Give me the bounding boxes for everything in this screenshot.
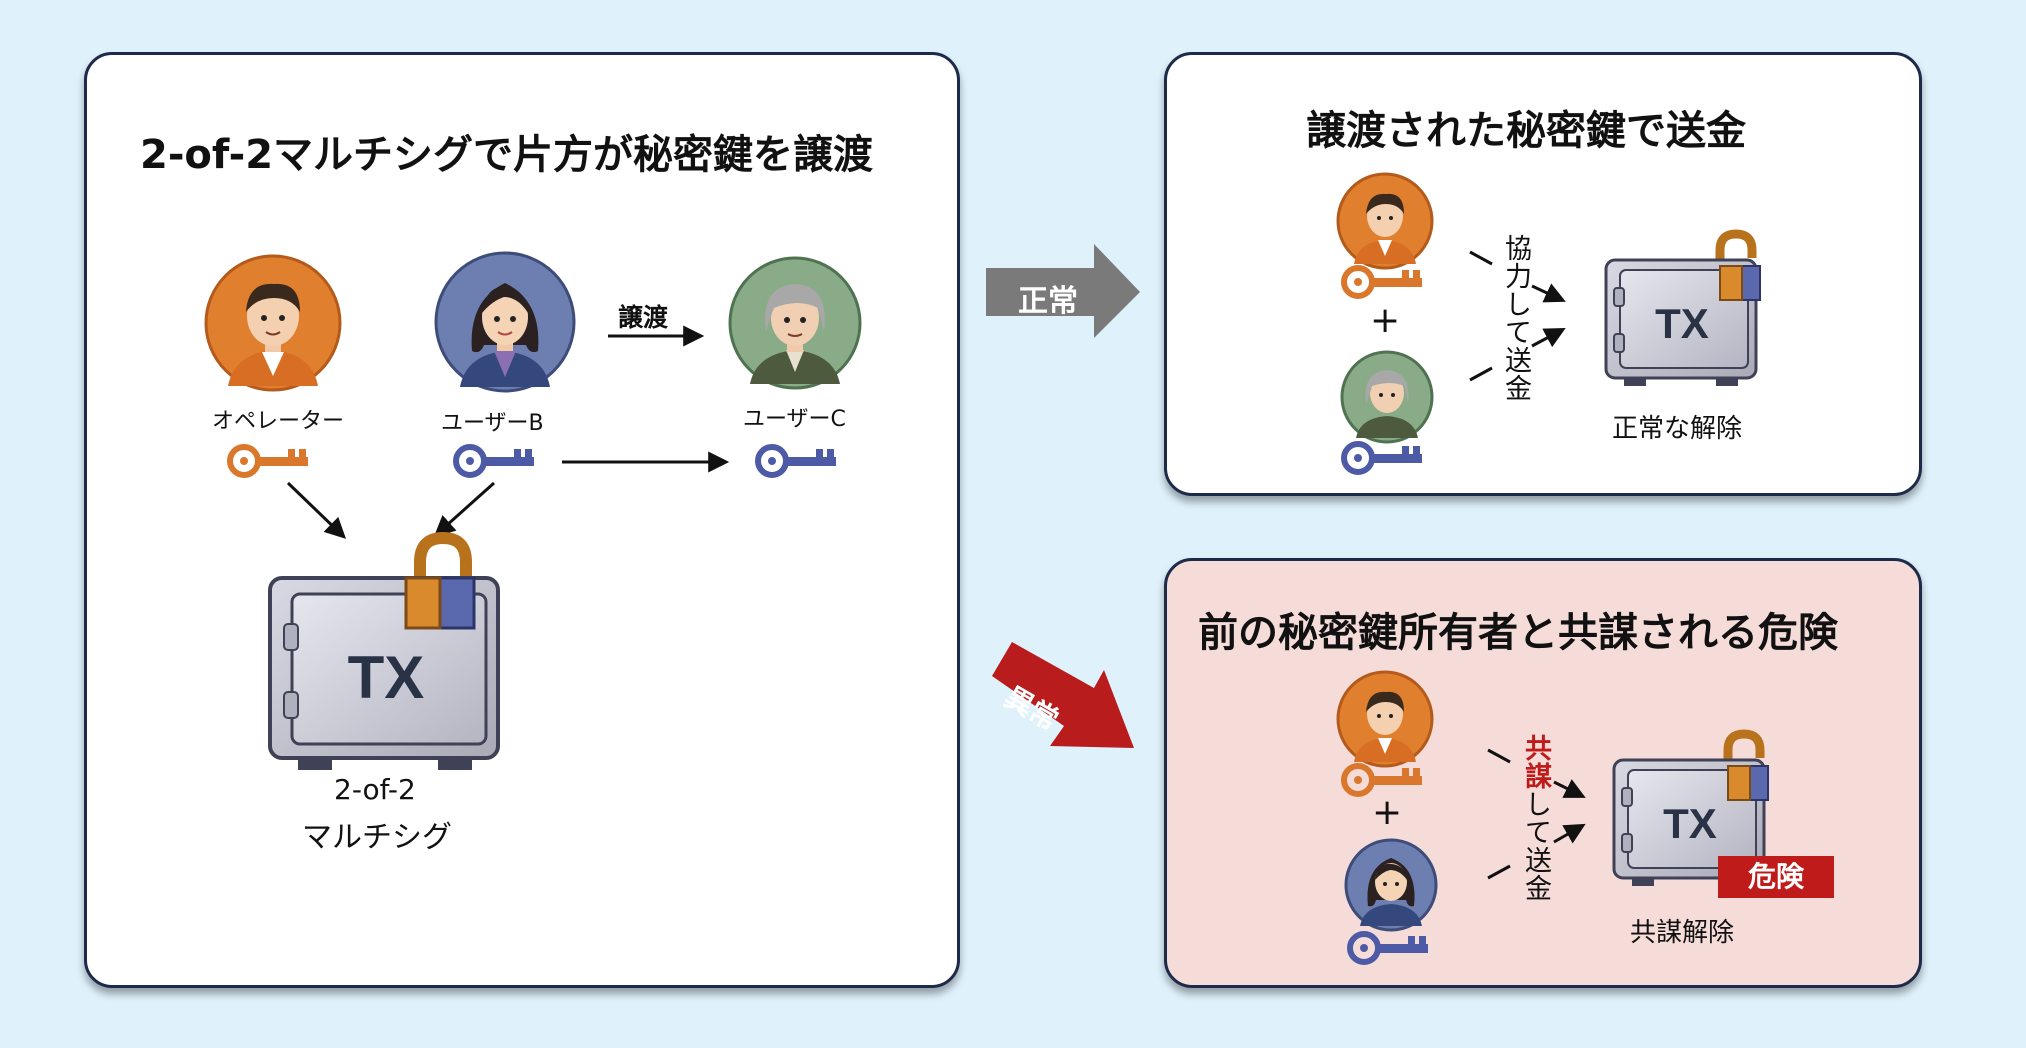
normal-panel-title: 譲渡された秘密鍵で送金 — [1306, 108, 1746, 154]
normal-operator-key-icon — [1341, 265, 1422, 299]
normal-user-c-avatar — [1340, 350, 1434, 444]
danger-operator-key-icon — [1341, 763, 1422, 797]
transfer-arrow — [608, 325, 705, 347]
danger-user-b-avatar — [1344, 838, 1438, 932]
normal-result-label: 正常な解除 — [1612, 414, 1743, 444]
safe-tx-text: TX — [348, 644, 425, 711]
normal-arrow — [986, 244, 1140, 338]
safe-caption-line2: マルチシグ — [302, 820, 452, 855]
user-c-label: ユーザーC — [743, 407, 846, 432]
user-b-avatar — [434, 251, 576, 393]
danger-badge: 危険 — [1718, 856, 1834, 898]
normal-operator-avatar — [1336, 172, 1434, 270]
normal-action-label: 協力して送金 — [1500, 234, 1531, 402]
user-b-key-icon — [453, 444, 534, 478]
operator-avatar — [204, 254, 342, 392]
danger-user-b-key-icon — [1347, 931, 1428, 965]
abnormal-arrow — [992, 642, 1134, 748]
safe-caption-line1: 2-of-2 — [334, 773, 416, 806]
normal-plus-sign: + — [1370, 300, 1401, 341]
normal-arrow-label: 正常 — [1018, 284, 1078, 319]
danger-panel-title: 前の秘密鍵所有者と共謀される危険 — [1198, 610, 1838, 656]
danger-action-label-rest: して送金 — [1520, 790, 1551, 902]
danger-plus-sign: + — [1372, 792, 1403, 833]
danger-action-label: 共謀して送金 — [1516, 734, 1555, 902]
left-panel — [84, 52, 960, 988]
normal-panel — [1164, 52, 1922, 496]
user-b-label: ユーザーB — [441, 411, 544, 436]
user-c-avatar — [728, 256, 862, 390]
user-b-key-to-safe-arrow — [433, 481, 496, 537]
operator-key-icon — [227, 444, 308, 478]
normal-user-c-key-icon — [1341, 441, 1422, 475]
normal-safe-icon: TX — [1604, 229, 1761, 386]
danger-result-label: 共謀解除 — [1630, 918, 1735, 948]
danger-safe-icon: TX — [1612, 729, 1769, 886]
operator-key-to-safe-arrow — [286, 481, 347, 539]
danger-panel — [1164, 558, 1922, 988]
danger-operator-avatar — [1336, 670, 1434, 768]
normal-safe-tx-text: TX — [1655, 300, 1709, 347]
user-c-key-icon — [755, 444, 836, 478]
left-panel-title: 2-of-2マルチシグで片方が秘密鍵を譲渡 — [140, 132, 874, 178]
danger-action-label-highlight: 共謀 — [1520, 734, 1551, 790]
multisig-safe-icon: TX — [268, 531, 500, 770]
transfer-label: 譲渡 — [618, 303, 669, 332]
danger-safe-tx-text: TX — [1663, 800, 1717, 847]
operator-label: オペレーター — [212, 409, 345, 434]
